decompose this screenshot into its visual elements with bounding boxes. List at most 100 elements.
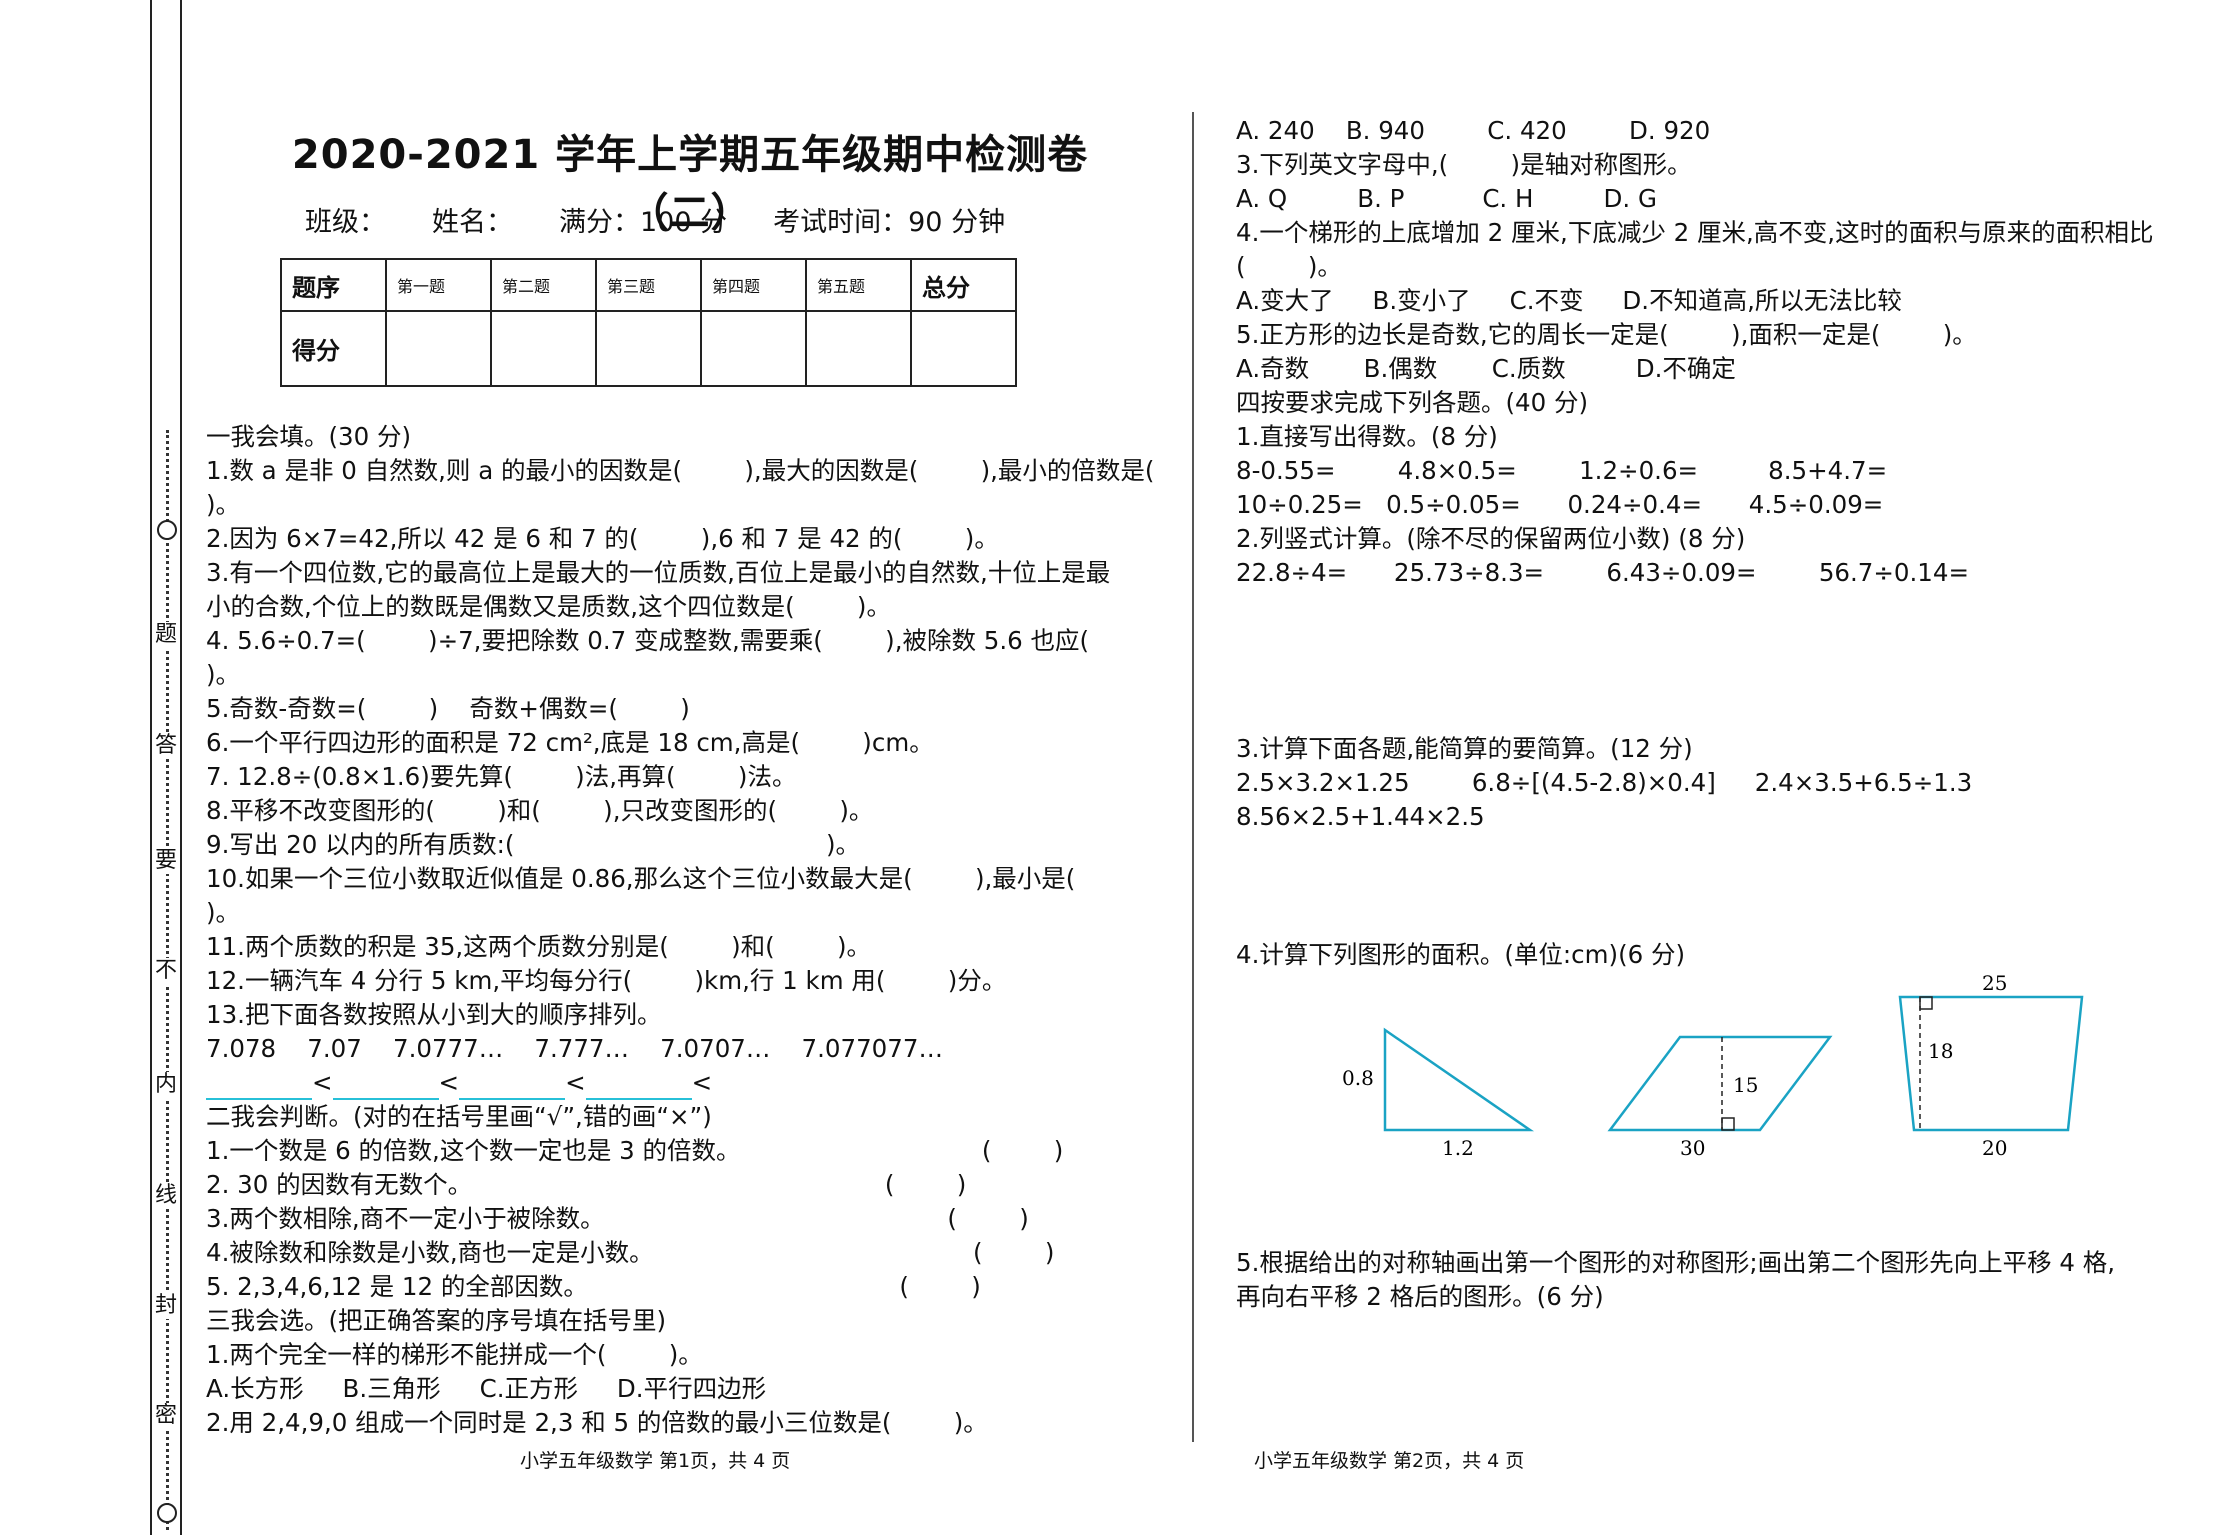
right-angle-mark: [1919, 996, 1933, 1010]
margin-char: 密: [154, 1403, 178, 1429]
question-line: 5.正方形的边长是奇数,它的周长一定是( ),面积一定是( )。: [1236, 320, 1977, 349]
triangle-base-label: 1.2: [1442, 1136, 1474, 1160]
margin-char: 要: [154, 848, 178, 874]
score-table-header: 第四题: [700, 258, 807, 312]
right-angle-mark: [1721, 1117, 1735, 1131]
question-line: )。: [206, 660, 241, 689]
score-table-header: 总分: [910, 258, 1017, 312]
question-line: 3.有一个四位数,它的最高位上是最大的一位质数,百位上是最小的自然数,十位上是最: [206, 558, 1111, 587]
question-line: 11.两个质数的积是 35,这两个质数分别是( )和( )。: [206, 932, 872, 961]
question-line: A.长方形 B.三角形 C.正方形 D.平行四边形: [206, 1374, 767, 1403]
page-footer-right: 小学五年级数学 第2页，共 4 页: [1254, 1450, 1525, 1472]
trapezoid-top-label: 25: [1982, 971, 2007, 995]
q5-section: 5.根据给出的对称轴画出第一个图形的对称图形;画出第二个图形先向上平移 4 格,…: [1236, 1246, 2115, 1314]
score-table-header: 题序: [280, 258, 387, 312]
question-line: 3.两个数相除,商不一定小于被除数。 ( ): [206, 1204, 1029, 1233]
score-table-header: 第五题: [805, 258, 912, 312]
question-line: 12.一辆汽车 4 分行 5 km,平均每分行( )km,行 1 km 用( )…: [206, 966, 1007, 995]
question-line: 2. 30 的因数有无数个。 ( ): [206, 1170, 967, 1199]
question-line: 1.直接写出得数。(8 分): [1236, 422, 1498, 451]
question-line: 一我会填。(30 分): [206, 422, 412, 451]
less-than-sign: <: [438, 1068, 460, 1097]
name-field: 姓名：: [432, 207, 513, 238]
score-table-header: 第二题: [490, 258, 597, 312]
question-line: 2.5×3.2×1.25 6.8÷[(4.5-2.8)×0.4] 2.4×3.5…: [1236, 768, 1973, 797]
margin-char: 不: [154, 958, 178, 984]
question-line: 5. 2,3,4,6,12 是 12 的全部因数。 ( ): [206, 1272, 981, 1301]
less-than-sign: <: [565, 1068, 586, 1097]
parallelogram-base-label: 30: [1680, 1136, 1705, 1160]
trapezoid-shape: [1898, 995, 2084, 1132]
question-line: 1.两个完全一样的梯形不能拼成一个( )。: [206, 1340, 703, 1369]
question-line: A.奇数 B.偶数 C.质数 D.不确定: [1236, 354, 1736, 383]
margin-char: 答: [154, 733, 178, 759]
question-line: 四按要求完成下列各题。(40 分): [1236, 388, 1589, 417]
question-line: 三我会选。(把正确答案的序号填在括号里): [206, 1306, 667, 1335]
margin-char: 题: [154, 622, 178, 648]
question-line: 8-0.55= 4.8×0.5= 1.2÷0.6= 8.5+4.7=: [1236, 456, 1888, 485]
margin-char: 内: [154, 1072, 178, 1098]
trapezoid-height-label: 18: [1928, 1039, 1953, 1063]
score-table: 题序 第一题 第二题 第三题 第四题 第五题 总分 得分: [280, 258, 1017, 387]
exam-info: 班级： 姓名： 满分：100 分 考试时间：90 分钟: [305, 200, 1085, 239]
binding-circle-icon: [157, 1503, 177, 1523]
page-divider: [1192, 112, 1194, 1442]
question-line: 4.计算下列图形的面积。(单位:cm)(6 分): [1236, 940, 1686, 969]
question-line: 8.平移不改变图形的( )和( ),只改变图形的( )。: [206, 796, 874, 825]
question-line: 10.如果一个三位小数取近似值是 0.86,那么这个三位小数最大是( ),最小是…: [206, 864, 1076, 893]
question-line: 13.把下面各数按照从小到大的顺序排列。: [206, 1000, 662, 1029]
ordering-blanks: < < < <: [206, 1066, 1154, 1100]
answer-blank[interactable]: [585, 1072, 692, 1100]
question-line: A. Q B. P C. H D. G: [1236, 184, 1657, 213]
question-line: 7.078 7.07 7.0777… 7.777… 7.0707… 7.0770…: [206, 1034, 943, 1063]
score-cell[interactable]: [700, 310, 807, 387]
area-figures: 0.8 1.2 15 30 25 18 20: [1342, 971, 2084, 1160]
question-line: ( )。: [1236, 252, 1342, 281]
question-line: 3.计算下面各题,能简算的要简算。(12 分): [1236, 734, 1693, 763]
question-line: A.变大了 B.变小了 C.不变 D.不知道高,所以无法比较: [1236, 286, 1902, 315]
question-line: 4.被除数和除数是小数,商也一定是小数。 ( ): [206, 1238, 1055, 1267]
parallelogram-height-label: 15: [1733, 1073, 1758, 1097]
question-line: 2.用 2,4,9,0 组成一个同时是 2,3 和 5 的倍数的最小三位数是( …: [206, 1408, 988, 1437]
parallelogram-shape: [1607, 1035, 1833, 1132]
answer-blank[interactable]: [206, 1072, 312, 1100]
full-score: 满分：100 分: [559, 207, 728, 238]
class-field: 班级：: [305, 207, 386, 238]
question-line: 4. 5.6÷0.7=( )÷7,要把除数 0.7 变成整数,需要乘( ),被除…: [206, 626, 1090, 655]
question-line: 1.一个数是 6 的倍数,这个数一定也是 3 的倍数。 ( ): [206, 1136, 1064, 1165]
question-line: )。: [206, 898, 241, 927]
question-line: A. 240 B. 940 C. 420 D. 920: [1236, 116, 1711, 145]
score-cell[interactable]: [595, 310, 702, 387]
less-than-sign: <: [691, 1068, 713, 1097]
left-column: 一我会填。(30 分) 1.数 a 是非 0 自然数,则 a 的最小的因数是( …: [206, 420, 1154, 1440]
score-cell[interactable]: [490, 310, 597, 387]
answer-blank[interactable]: [332, 1072, 439, 1100]
score-row-label: 得分: [280, 310, 387, 387]
exam-title: 2020-2021 学年上学期五年级期中检测卷（二）: [291, 132, 1089, 236]
question-line: )。: [206, 490, 241, 519]
binding-circle-icon: [157, 520, 177, 540]
question-line: 2.列竖式计算。(除不尽的保留两位小数) (8 分): [1236, 524, 1746, 553]
less-than-sign: <: [312, 1068, 333, 1097]
question-line: 22.8÷4= 25.73÷8.3= 6.43÷0.09= 56.7÷0.14=: [1236, 558, 1970, 587]
triangle-shape: [1383, 1027, 1535, 1132]
question-line: 5.奇数-奇数=( ) 奇数+偶数=( ): [206, 694, 690, 723]
trapezoid-bottom-label: 20: [1982, 1136, 2007, 1160]
question-line: 二我会判断。(对的在括号里画“√”,错的画“×”): [206, 1102, 712, 1131]
question-line: 小的合数,个位上的数既是偶数又是质数,这个四位数是( )。: [206, 592, 891, 621]
score-table-header: 第一题: [385, 258, 492, 312]
question-line: 10÷0.25= 0.5÷0.05= 0.24÷0.4= 4.5÷0.09=: [1236, 490, 1884, 519]
question-line: 2.因为 6×7=42,所以 42 是 6 和 7 的( ),6 和 7 是 4…: [206, 524, 999, 553]
question-line: 3.下列英文字母中,( )是轴对称图形。: [1236, 150, 1692, 179]
question-line: 6.一个平行四边形的面积是 72 cm²,底是 18 cm,高是( )cm。: [206, 728, 934, 757]
question-line: 5.根据给出的对称轴画出第一个图形的对称图形;画出第二个图形先向上平移 4 格,: [1236, 1248, 2116, 1277]
score-table-header: 第三题: [595, 258, 702, 312]
question-line: 9.写出 20 以内的所有质数:( )。: [206, 830, 861, 859]
answer-blank[interactable]: [459, 1072, 566, 1100]
margin-char: 线: [154, 1183, 178, 1209]
score-cell[interactable]: [910, 310, 1017, 387]
score-cell[interactable]: [805, 310, 912, 387]
right-column: A. 240 B. 940 C. 420 D. 920 3.下列英文字母中,( …: [1236, 114, 2154, 590]
score-cell[interactable]: [385, 310, 492, 387]
page-footer-left: 小学五年级数学 第1页，共 4 页: [520, 1450, 791, 1472]
